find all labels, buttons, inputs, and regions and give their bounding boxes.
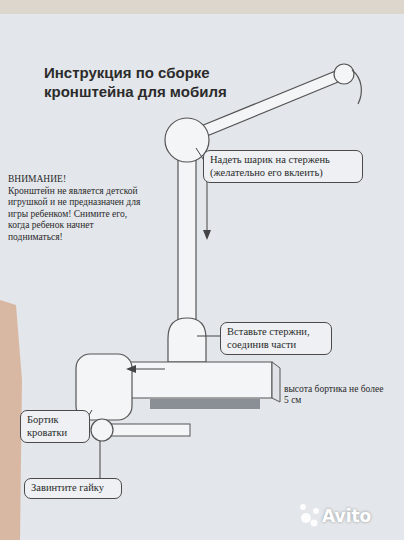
callout-text: Надеть шарик на стержень (желательно его… <box>210 154 356 179</box>
callout-box: Вставьте стержни, соединив части <box>220 322 332 355</box>
logo-dot <box>300 504 306 510</box>
callout-text: Вставьте стержни, соединив части <box>227 326 325 351</box>
watermark: Avito <box>322 506 392 526</box>
arm-rod <box>196 70 343 138</box>
warning-heading: ВНИМАНИЕ! <box>8 174 148 185</box>
arrow-head <box>126 365 136 373</box>
finger <box>0 300 22 540</box>
callout-text: Завинтите гайку <box>31 482 115 495</box>
leader-line <box>100 441 101 478</box>
logo-dot <box>301 513 311 523</box>
rail-side <box>272 362 280 402</box>
callout-box: Надеть шарик на стержень (желательно его… <box>203 150 363 183</box>
hook <box>352 70 361 104</box>
nut <box>91 419 113 441</box>
rod-end <box>334 64 354 84</box>
logo-dot <box>311 520 318 527</box>
leader-line <box>197 336 220 337</box>
warning-note: Кронштейн не является детской игрушкой и… <box>8 186 148 243</box>
table-surface <box>0 0 404 14</box>
callout-box: Завинтите гайку <box>24 478 122 499</box>
crib-rail <box>110 362 272 398</box>
clamp-top <box>168 318 206 362</box>
dimension-note: высота бортика не более 5 см <box>284 384 389 407</box>
rail-shadow <box>150 399 260 409</box>
callout-text: Бортик кроватки <box>27 414 83 439</box>
callout-box: Бортик кроватки <box>20 410 90 443</box>
arrow-head <box>203 230 211 240</box>
logo-dot <box>313 508 319 514</box>
title: Инструкция по сборке кронштейна для моби… <box>44 64 259 102</box>
pole <box>178 150 196 340</box>
